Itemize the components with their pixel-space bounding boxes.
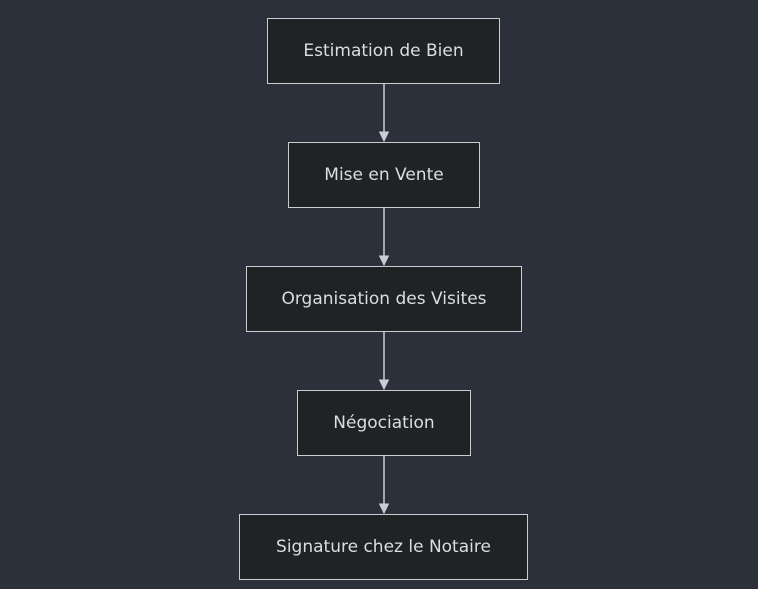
node-mise-en-vente: Mise en Vente — [288, 142, 480, 208]
node-label: Organisation des Visites — [281, 289, 487, 309]
node-organisation-des-visites: Organisation des Visites — [246, 266, 522, 332]
node-label: Négociation — [333, 413, 435, 433]
node-label: Mise en Vente — [324, 165, 444, 185]
node-label: Signature chez le Notaire — [276, 537, 491, 557]
node-negociation: Négociation — [297, 390, 471, 456]
node-label: Estimation de Bien — [303, 41, 464, 61]
node-signature-chez-le-notaire: Signature chez le Notaire — [239, 514, 528, 580]
node-estimation-de-bien: Estimation de Bien — [267, 18, 500, 84]
